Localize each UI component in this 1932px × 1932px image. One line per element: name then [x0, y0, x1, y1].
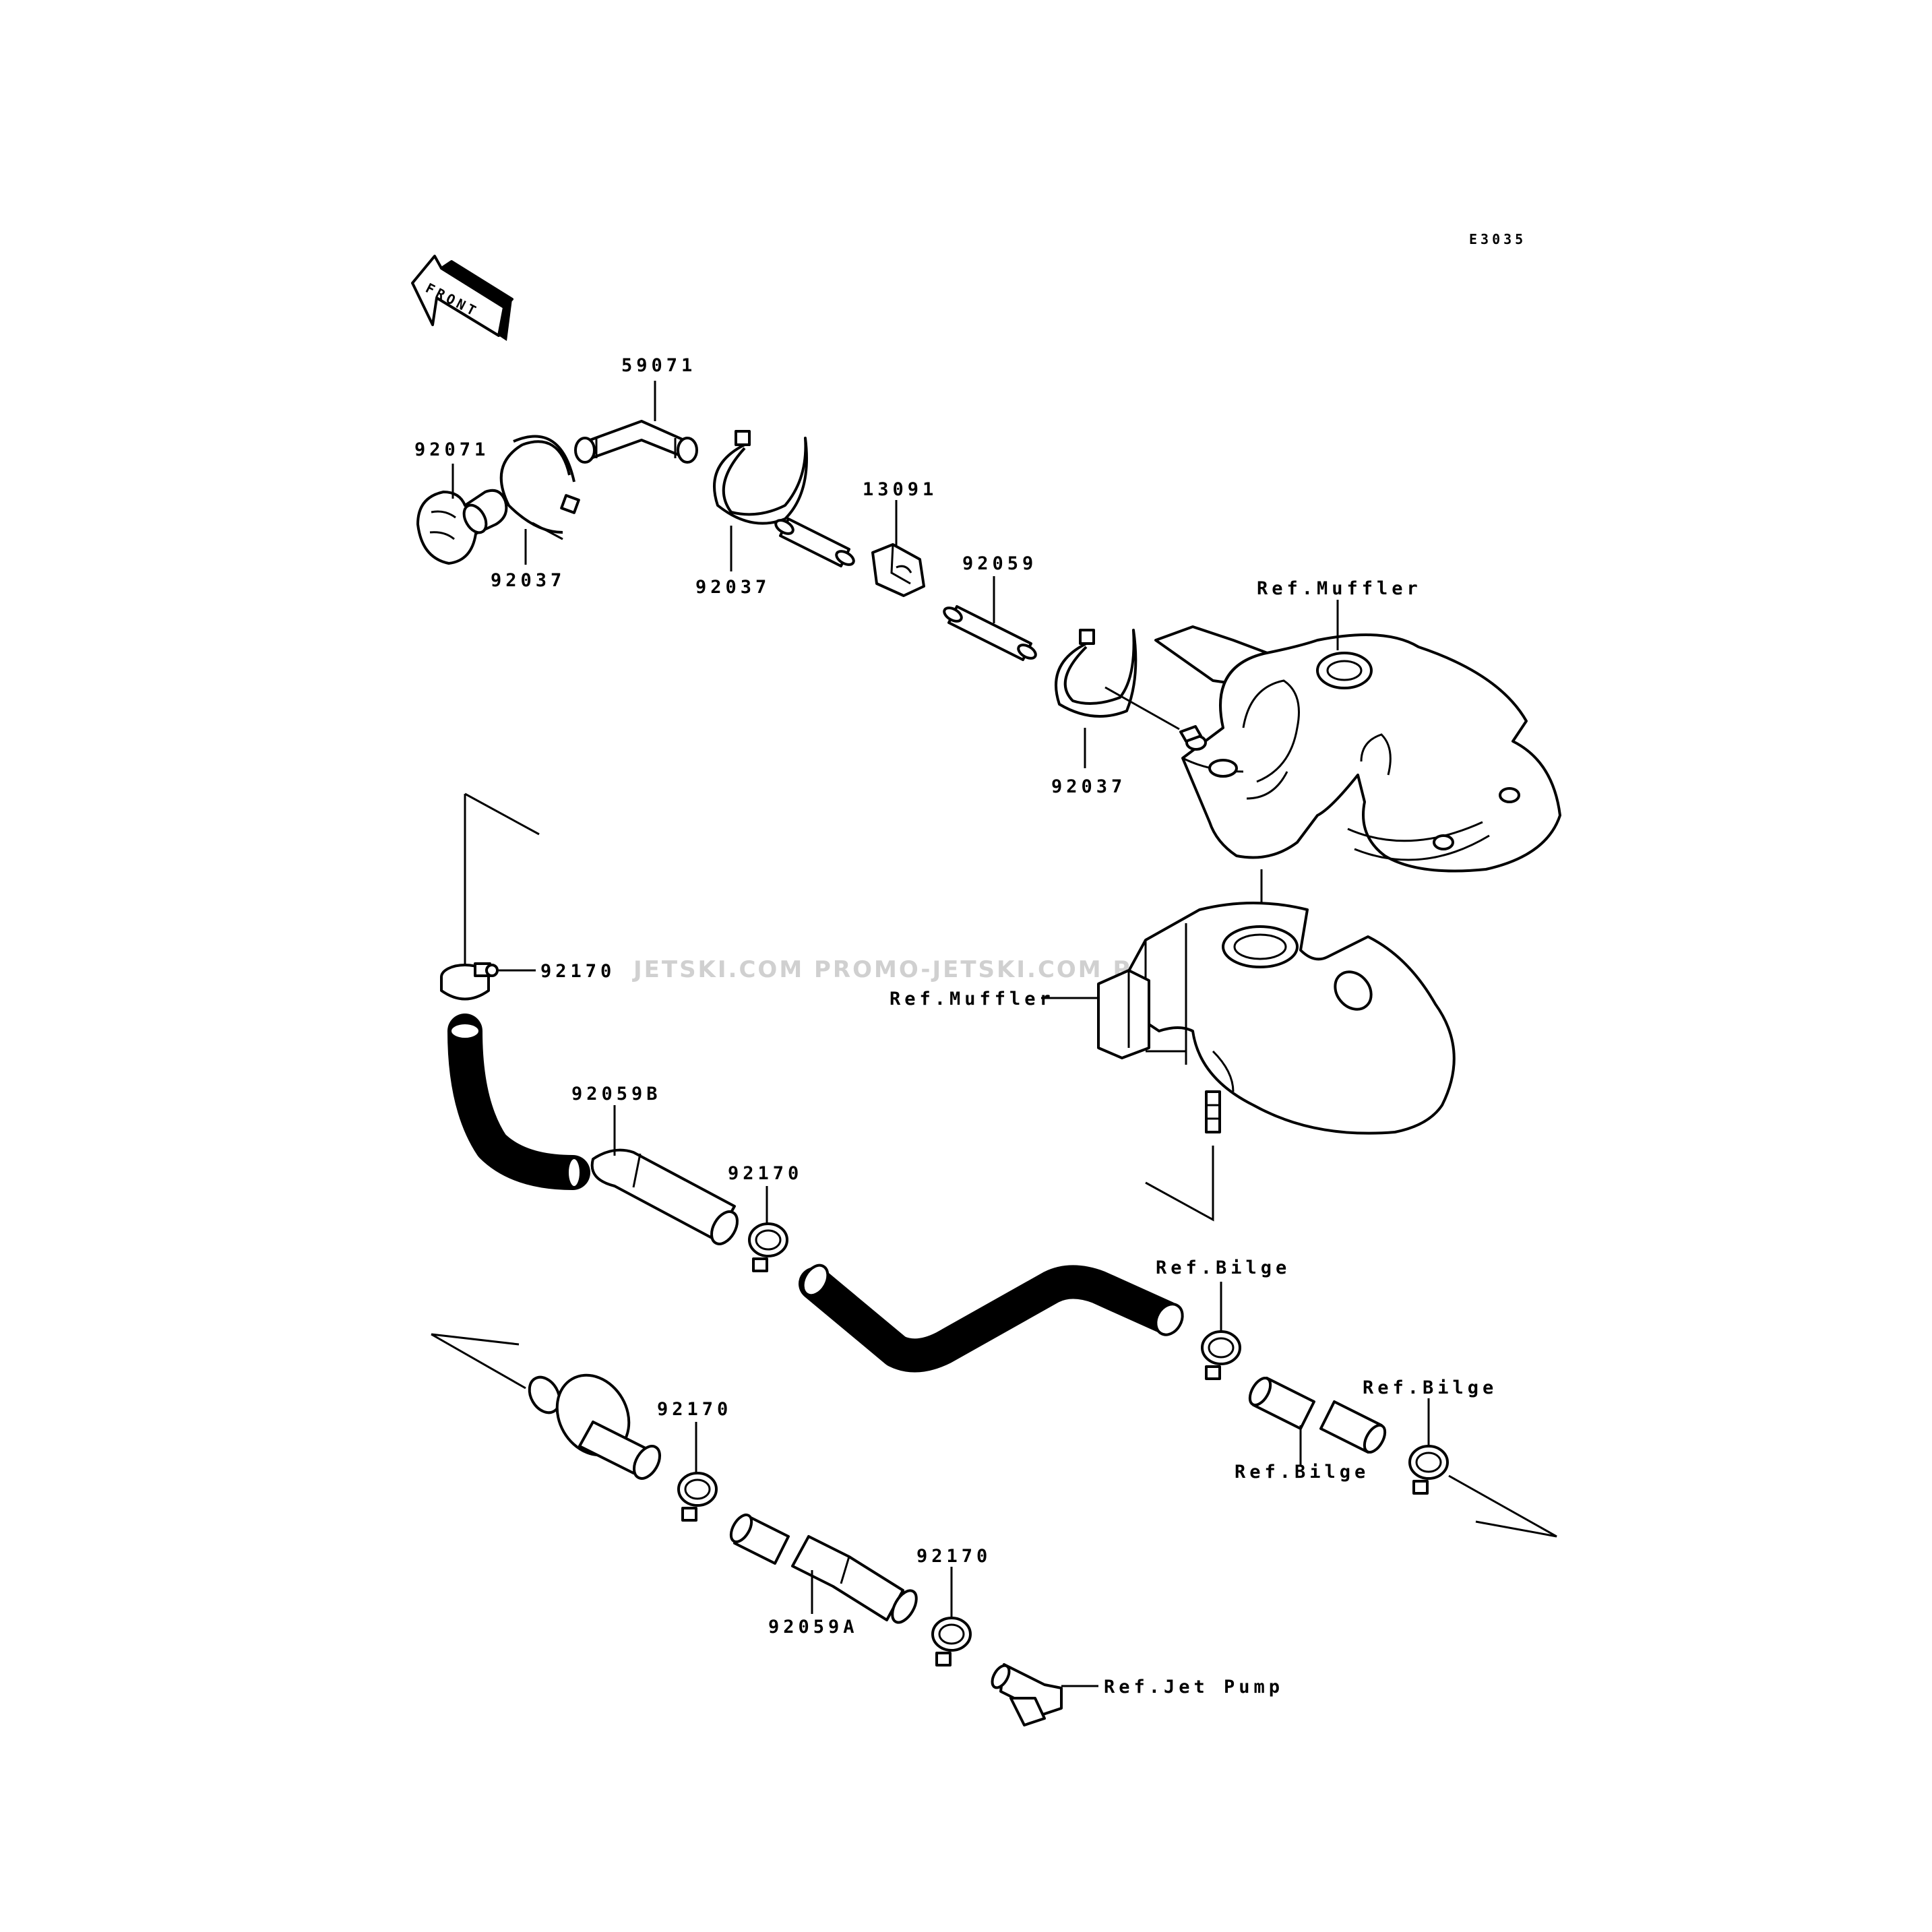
clamp-92170-d	[931, 1617, 972, 1666]
clamp-band-92037-b	[713, 430, 808, 525]
label-92170-d: 92170	[916, 1546, 991, 1567]
bilge-pipes	[1248, 1377, 1387, 1454]
clamp-92170-b	[748, 1222, 788, 1272]
leader-bilge-right	[1448, 1474, 1557, 1538]
muffler-upper	[1154, 625, 1561, 873]
label-bilge-a: Ref.Bilge	[1156, 1257, 1290, 1278]
label-bilge-c: Ref.Bilge	[1235, 1462, 1369, 1483]
label-92071: 92071	[414, 439, 489, 460]
label-92170-a: 92170	[540, 961, 615, 982]
leader-fitting-left	[431, 1333, 526, 1390]
label-92037-c: 92037	[1051, 776, 1126, 797]
label-muffler-bottom: Ref.Muffler	[890, 989, 1055, 1009]
t-joint-59071	[574, 420, 698, 464]
label-92037-a: 92037	[491, 570, 565, 591]
label-bilge-b: Ref.Bilge	[1363, 1377, 1497, 1398]
leader-hose-top	[464, 792, 540, 966]
label-92170-b: 92170	[728, 1163, 803, 1184]
jet-pump-elbow	[991, 1663, 1063, 1726]
bracket-13091	[871, 543, 925, 597]
label-59071: 59071	[621, 355, 696, 376]
label-muffler-top: Ref.Muffler	[1257, 578, 1422, 599]
hose-92059B	[590, 1148, 739, 1245]
diagram-code: E3035	[1469, 231, 1526, 247]
drain-plug-92071	[416, 489, 508, 565]
label-92037-b: 92037	[695, 577, 770, 598]
clamp-bilge	[1201, 1330, 1241, 1380]
clamp-band-92037-a	[499, 435, 580, 540]
bulkhead-fitting	[528, 1373, 661, 1480]
label-92170-c: 92170	[657, 1399, 732, 1420]
clamp-92170-a	[440, 962, 499, 1001]
leader-outlet	[1145, 1146, 1214, 1222]
hose-92059	[943, 605, 1037, 661]
front-arrow-icon: FRONT	[411, 255, 513, 341]
label-92059B: 92059B	[571, 1084, 662, 1104]
bent-hose	[447, 1014, 590, 1190]
hose-92059A	[729, 1514, 918, 1624]
label-13091: 13091	[863, 479, 937, 500]
short-hose	[774, 518, 855, 567]
long-hose	[799, 1264, 1184, 1373]
clamp-band-92037-c	[1055, 629, 1180, 730]
label-92059: 92059	[962, 553, 1037, 574]
muffler-lower	[1097, 902, 1456, 1135]
label-jet-pump: Ref.Jet Pump	[1104, 1677, 1284, 1697]
label-92059A: 92059A	[768, 1617, 859, 1638]
clamp-92170-c	[677, 1472, 718, 1522]
clamp-bilge-right	[1408, 1445, 1449, 1495]
